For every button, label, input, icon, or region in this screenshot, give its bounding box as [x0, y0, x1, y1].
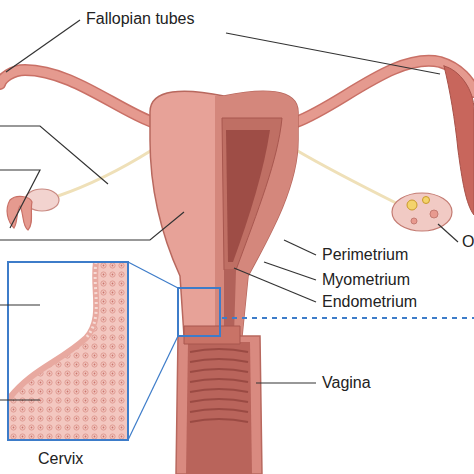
- uterus: [150, 91, 298, 336]
- vagina: [176, 326, 262, 474]
- part-label: O: [462, 233, 474, 251]
- part-label: Endometrium: [322, 293, 417, 311]
- zoom-line: [128, 336, 178, 440]
- zoom-box: [178, 288, 220, 336]
- fimbriae: [7, 196, 32, 230]
- cervix-inset: [8, 262, 128, 440]
- zoom-line: [128, 262, 178, 288]
- dashed-line: [222, 317, 474, 319]
- part-label: Myometrium: [322, 271, 410, 289]
- part-label: Cervix: [38, 450, 83, 468]
- part-label: Perimetrium: [322, 246, 408, 264]
- part-label: Vagina: [322, 374, 371, 392]
- leader-line: [0, 20, 458, 400]
- part-label: Fallopian tubes: [86, 10, 195, 28]
